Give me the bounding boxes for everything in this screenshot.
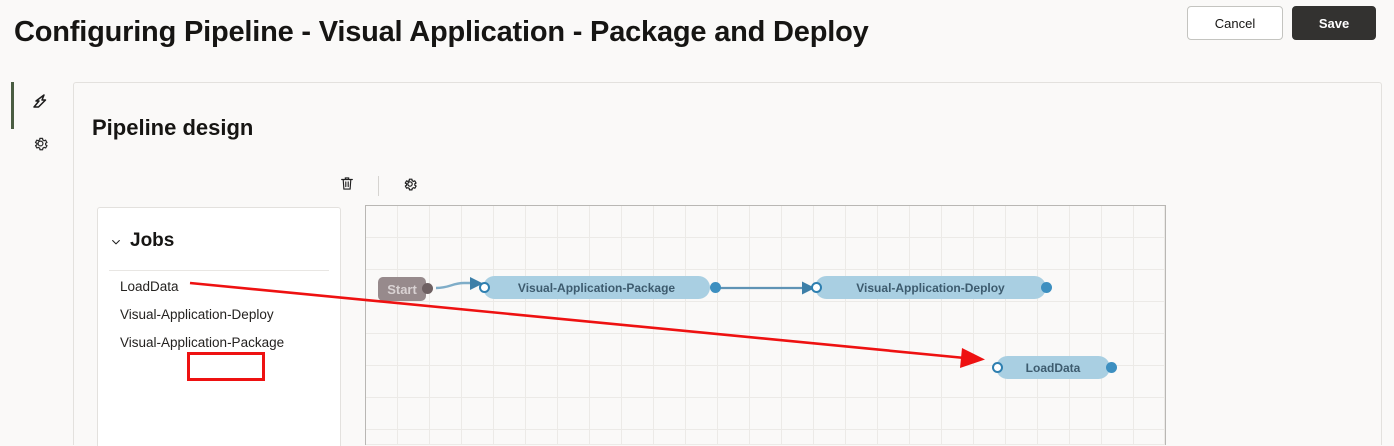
sidebar-item-settings[interactable] (24, 130, 56, 162)
rail-selection-accent (11, 82, 14, 129)
node-input-port[interactable] (479, 282, 490, 293)
node-label: Visual-Application-Package (517, 280, 676, 295)
canvas-toolbar (332, 171, 425, 201)
node-label: LoadData (1025, 360, 1081, 375)
pipeline-design-card: Pipeline design (73, 82, 1382, 446)
trash-icon (339, 175, 355, 197)
cancel-button[interactable]: Cancel (1187, 6, 1283, 40)
delete-button[interactable] (332, 171, 362, 201)
node-input-port[interactable] (811, 282, 822, 293)
gear-icon (402, 176, 418, 197)
header-actions: Cancel Save (1187, 6, 1376, 40)
node-output-port[interactable] (422, 283, 433, 294)
jobs-section-header[interactable]: Jobs (110, 230, 174, 252)
gear-icon (32, 135, 49, 157)
node-output-port[interactable] (1041, 282, 1052, 293)
canvas-node-deploy[interactable]: Visual-Application-Deploy (815, 276, 1046, 299)
node-label: Start (387, 281, 417, 297)
card-title: Pipeline design (92, 115, 254, 140)
list-item[interactable]: Visual-Application-Package (120, 335, 285, 350)
jobs-divider (109, 270, 329, 271)
pipeline-canvas[interactable]: Start Visual-Application-Package Visual-… (365, 205, 1166, 445)
save-button[interactable]: Save (1292, 6, 1376, 40)
sidebar-item-pipeline[interactable] (24, 88, 56, 120)
jobs-section-label: Jobs (130, 230, 175, 251)
node-output-port[interactable] (710, 282, 721, 293)
list-item[interactable]: LoadData (120, 279, 179, 294)
node-label: Visual-Application-Deploy (856, 280, 1005, 295)
canvas-node-start[interactable]: Start (378, 277, 426, 301)
canvas-node-package[interactable]: Visual-Application-Package (483, 276, 710, 299)
page-title: Configuring Pipeline - Visual Applicatio… (14, 16, 869, 48)
jobs-panel: Jobs LoadData Visual-Application-Deploy … (97, 207, 341, 446)
page-header: Configuring Pipeline - Visual Applicatio… (0, 0, 1394, 72)
chevron-down-icon[interactable] (110, 235, 122, 247)
node-output-port[interactable] (1106, 362, 1117, 373)
left-rail (0, 72, 72, 444)
canvas-links (435, 277, 815, 295)
toolbar-divider (378, 176, 379, 196)
list-item[interactable]: Visual-Application-Deploy (120, 307, 274, 322)
canvas-node-loaddata[interactable]: LoadData (996, 356, 1110, 379)
pipeline-flow-icon (30, 92, 50, 117)
node-input-port[interactable] (992, 362, 1003, 373)
canvas-settings-button[interactable] (395, 171, 425, 201)
